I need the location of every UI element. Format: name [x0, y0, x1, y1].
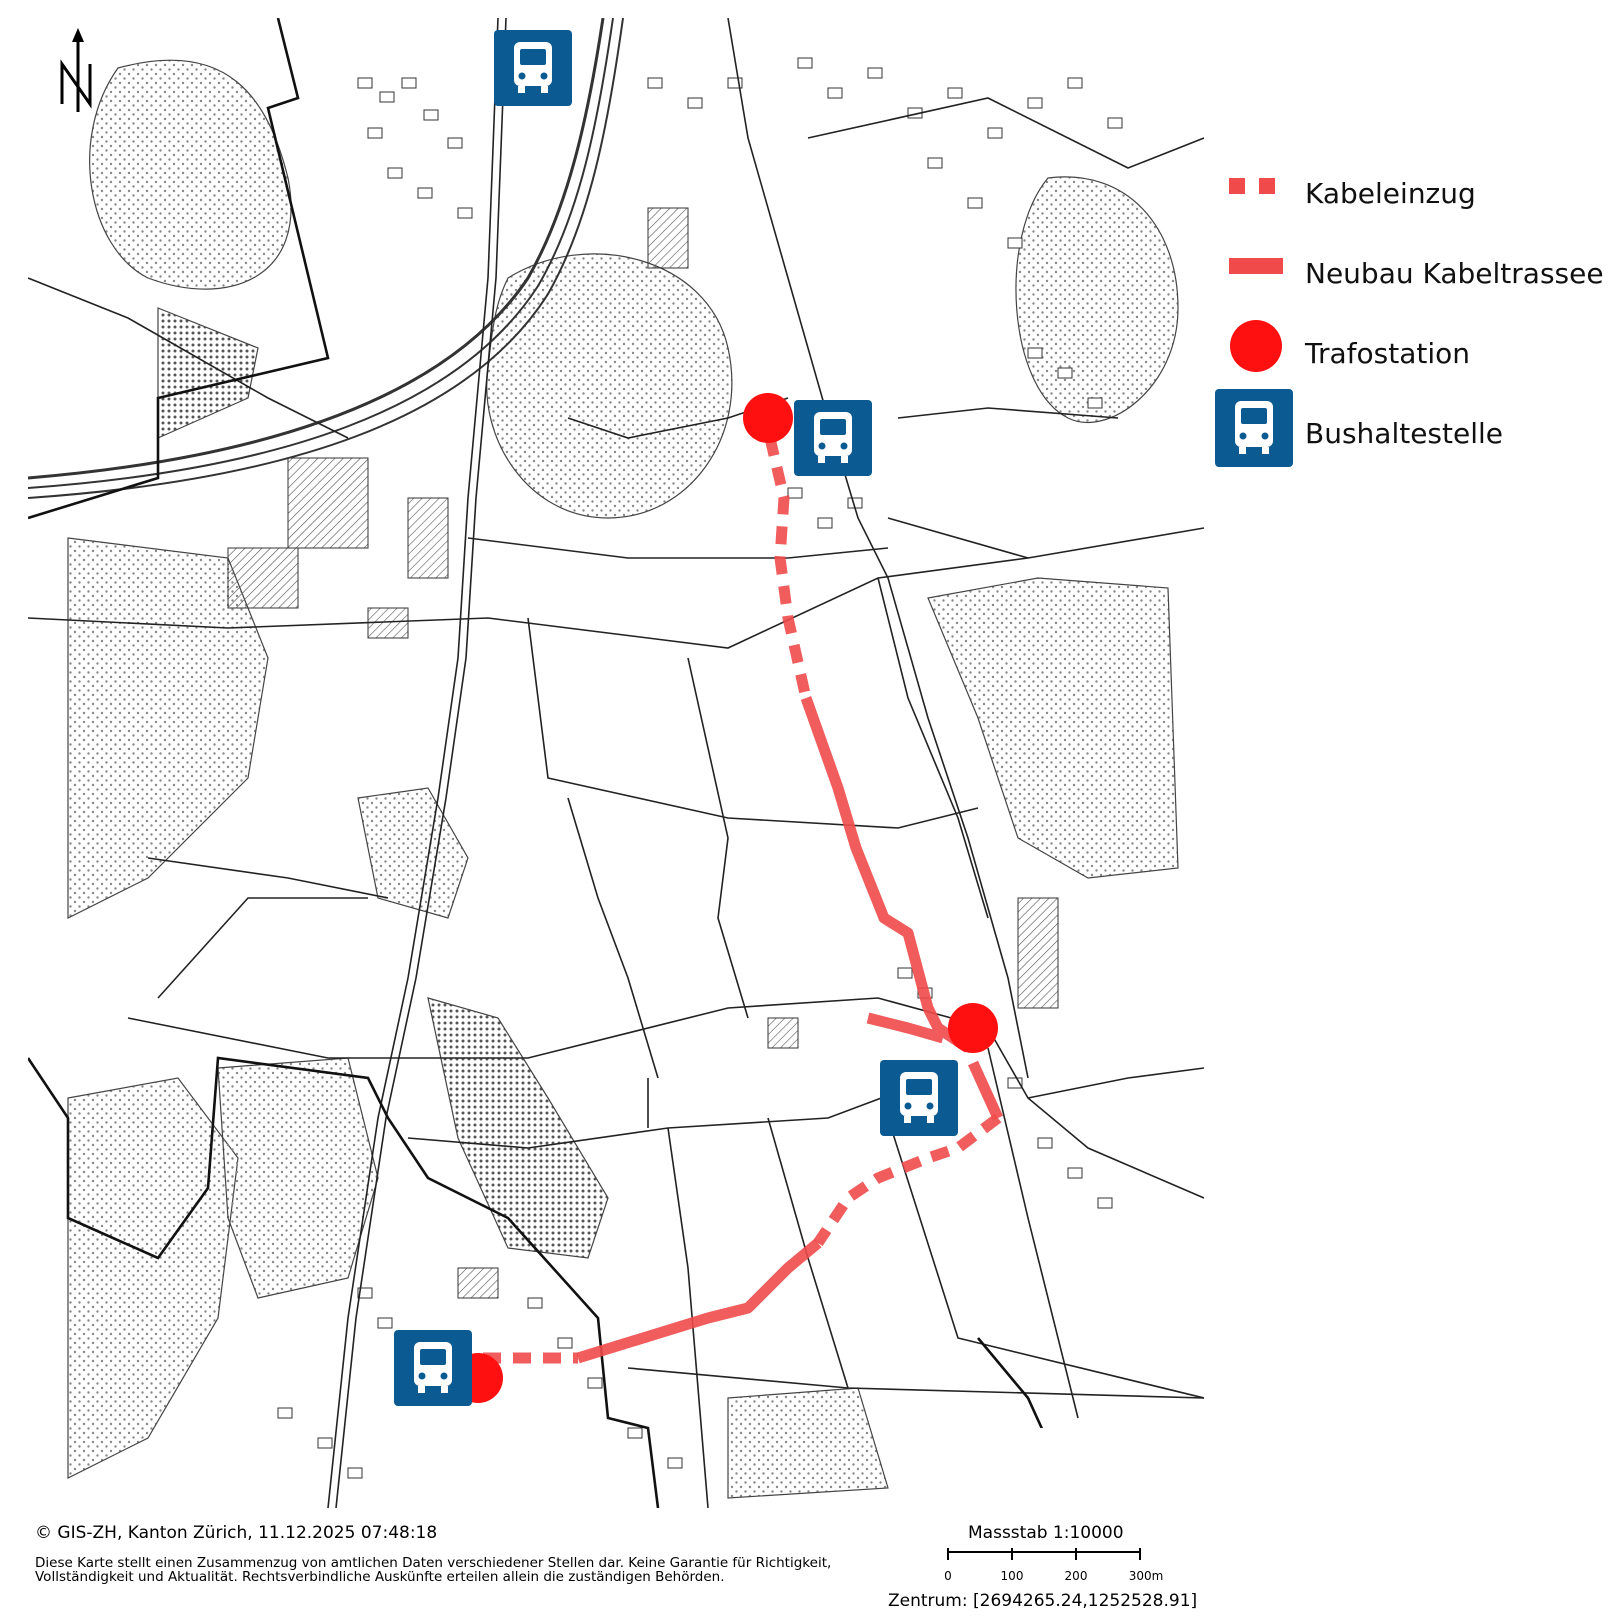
legend-label-new-route: Neubau Kabeltrassee	[1305, 257, 1604, 290]
bus-icon	[514, 42, 552, 93]
solid-line-icon	[1229, 258, 1283, 274]
disclaimer-text: Diese Karte stellt einen Zusammenzug von…	[35, 1555, 832, 1585]
industrial-buildings	[227, 207, 1059, 1299]
scale-bar: 0 100 200 300m	[940, 1546, 1180, 1583]
scale-title: Massstab 1:10000	[968, 1523, 1124, 1543]
legend-item-new-route: Neubau Kabeltrassee	[1215, 235, 1615, 311]
transformer-station-east[interactable]	[948, 1003, 998, 1053]
bus-stop-north[interactable]	[794, 400, 872, 476]
north-arrow-icon	[60, 28, 92, 112]
transformer-station-north[interactable]	[743, 393, 793, 443]
route-new-cable-trench	[576, 696, 1004, 1364]
scale-bar-graphic	[947, 1548, 1141, 1560]
dashed-line-icon	[1229, 178, 1275, 194]
railway	[28, 18, 624, 499]
legend-label-bus-stop: Bushaltestelle	[1305, 417, 1504, 450]
forest-areas	[67, 59, 1179, 1499]
legend-label-cable-pull: Kabeleinzug	[1305, 177, 1476, 210]
bus-stop-north-west[interactable]	[494, 30, 572, 106]
copyright-text: © GIS-ZH, Kanton Zürich, 11.12.2025 07:4…	[35, 1523, 438, 1543]
bus-icon	[900, 1072, 938, 1123]
base-map	[28, 18, 1204, 1508]
bus-icon	[1215, 389, 1293, 467]
legend-item-transformer: Trafostation	[1215, 315, 1615, 391]
scale-tick-300: 300m	[1128, 1569, 1164, 1583]
route-cable-pull	[483, 436, 1002, 1364]
map-canvas[interactable]	[28, 18, 1204, 1508]
legend-item-cable-pull: Kabeleinzug	[1215, 155, 1615, 231]
transformer-dot-icon	[1230, 320, 1282, 372]
bus-icon	[814, 412, 852, 463]
legend-item-bus-stop: Bushaltestelle	[1215, 389, 1615, 471]
bus-stop-east[interactable]	[880, 1060, 958, 1136]
buildings	[277, 57, 1123, 1479]
scale-tick-100: 100	[1000, 1569, 1024, 1583]
center-coordinates: Zentrum: [2694265.24,1252528.91]	[888, 1591, 1198, 1611]
bus-stop-southwest[interactable]	[394, 1330, 472, 1406]
scale-tick-200: 200	[1064, 1569, 1088, 1583]
scale-tick-0: 0	[944, 1569, 952, 1583]
legend-label-transformer: Trafostation	[1305, 337, 1471, 370]
bus-icon	[414, 1342, 452, 1393]
